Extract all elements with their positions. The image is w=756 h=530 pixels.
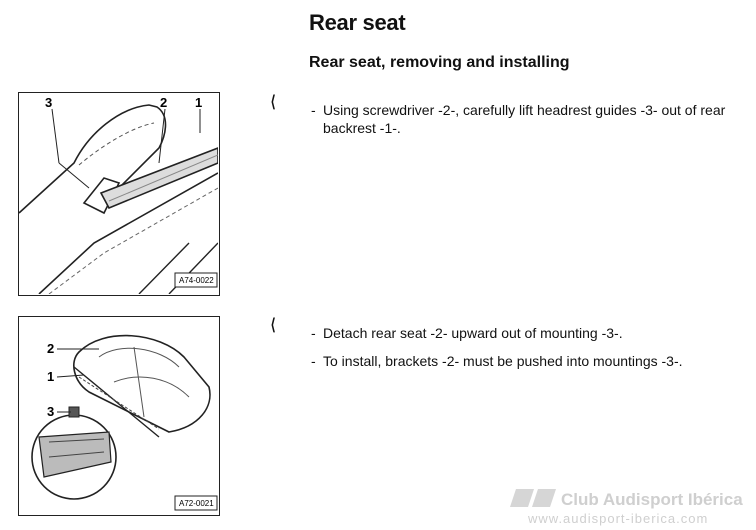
headrest-illustration: 3 2 1 A74-0022 [19,95,218,294]
instruction-step: - To install, brackets -2- must be pushe… [311,353,683,369]
figure-headrest-guides: 3 2 1 A74-0022 [18,92,220,296]
callout-1: 1 [195,95,202,110]
callout-3: 3 [47,404,54,419]
callout-2: 2 [160,95,167,110]
watermark-brand: Club Audisport Ibérica [561,490,743,509]
instruction-step-continued: backrest -1-. [323,120,401,136]
page-title: Rear seat [309,10,406,35]
figure-code: A74-0022 [179,276,214,285]
figure-rear-seat: 2 1 3 A72-0021 [18,316,220,516]
instruction-step: - Using screwdriver -2-, carefully lift … [311,102,726,118]
brand-logo-icon [510,489,556,507]
watermark-url: www.audisport-iberica.com [528,511,709,526]
figure-pointer-icon: ⟨ [270,317,276,334]
callout-1: 1 [47,369,54,384]
callout-2: 2 [47,341,54,356]
callout-3: 3 [45,95,52,110]
page-subtitle: Rear seat, removing and installing [309,54,570,71]
figure-pointer-icon: ⟨ [270,94,276,111]
figure-code: A72-0021 [179,499,214,508]
instruction-step: - Detach rear seat -2- upward out of mou… [311,325,623,341]
rear-seat-illustration: 2 1 3 A72-0021 [31,334,218,511]
